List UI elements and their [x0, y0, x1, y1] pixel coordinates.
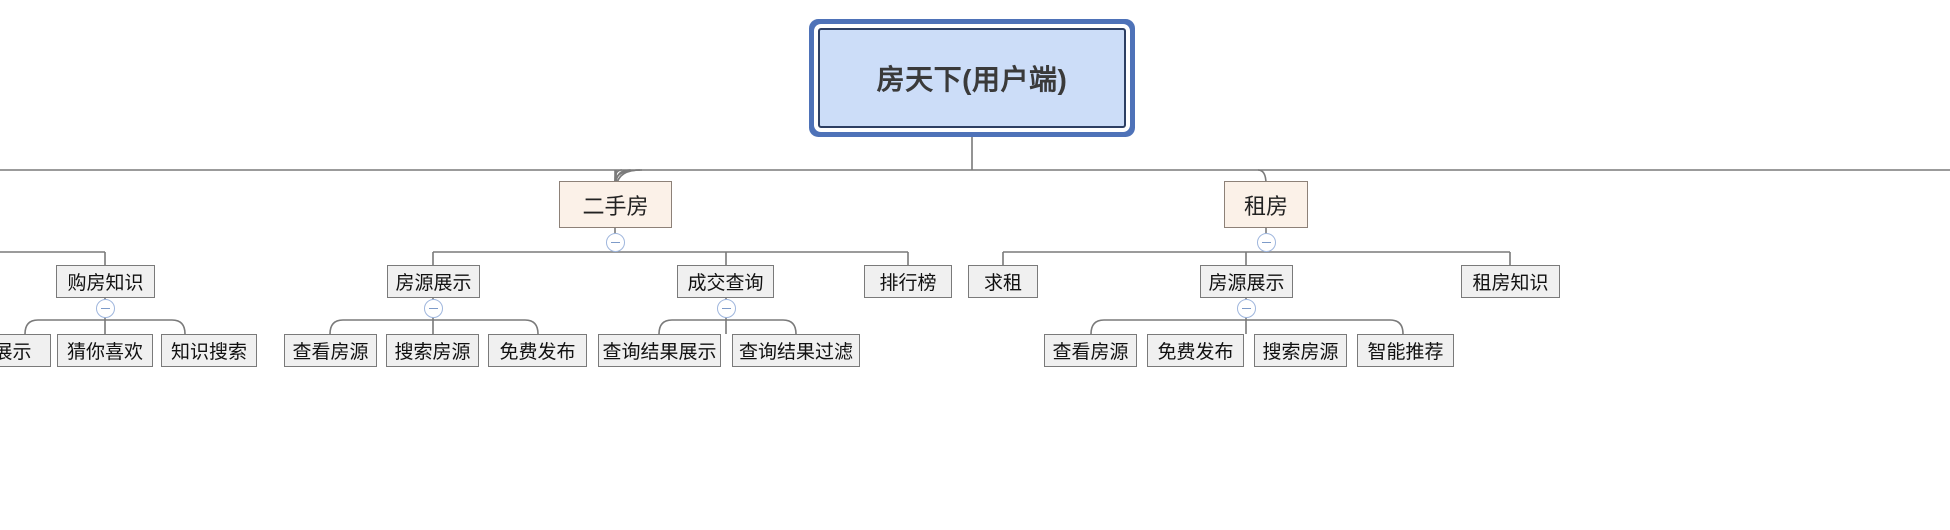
node-zufangzhishi-label: 租房知识	[1472, 273, 1549, 294]
node-fangyuanzhanshi-ershou[interactable]: 房源展示	[387, 265, 480, 298]
node-chengjiaochaxun[interactable]: 成交查询	[677, 265, 774, 298]
branch-node-ershoufang[interactable]: 二手房	[559, 181, 672, 228]
minus-circle-icon-zufang[interactable]	[1257, 233, 1276, 252]
leaf-zhishisousuo[interactable]: 知识搜索	[161, 334, 257, 367]
node-qiuzu[interactable]: 求租	[968, 265, 1038, 298]
leaf-mianfeifabu-zufang-label: 免费发布	[1157, 342, 1234, 363]
leaf-zhinengtuijian-label: 智能推荐	[1367, 342, 1444, 363]
minus-circle-icon-ershoufang[interactable]	[606, 233, 625, 252]
leaf-chaxunjieguozhanshi-label: 查询结果展示	[602, 342, 717, 363]
root-node[interactable]: 房天下(用户端)	[818, 28, 1126, 128]
node-paihangbang[interactable]: 排行榜	[864, 265, 952, 298]
node-fangyuanzhanshi-zufang-label: 房源展示	[1208, 273, 1285, 294]
minus-circle-icon-fangyuanzhanshi-zufang[interactable]	[1237, 299, 1256, 318]
branch-node-zufang-label: 租房	[1243, 193, 1288, 219]
leaf-sousuofangyuan-zufang-label: 搜索房源	[1262, 342, 1339, 363]
leaf-mianfeifabu-ershou[interactable]: 免费发布	[488, 334, 587, 367]
leaf-zhishisousuo-label: 知识搜索	[170, 342, 247, 363]
leaf-sousuofangyuan-ershou-label: 搜索房源	[394, 342, 471, 363]
leaf-chakanfangyuan-ershou-label: 查看房源	[292, 342, 369, 363]
leaf-chaxunjieguoguolv[interactable]: 查询结果过滤	[732, 334, 860, 367]
leaf-chaxunjieguoguolv-label: 查询结果过滤	[738, 342, 853, 363]
leaf-chakanfangyuan-zufang[interactable]: 查看房源	[1044, 334, 1137, 367]
leaf-zhanshi-label: 展示	[0, 342, 32, 363]
leaf-sousuofangyuan-zufang[interactable]: 搜索房源	[1254, 334, 1347, 367]
node-chengjiaochaxun-label: 成交查询	[687, 273, 764, 294]
leaf-chakanfangyuan-ershou[interactable]: 查看房源	[284, 334, 377, 367]
branch-node-ershoufang-label: 二手房	[582, 193, 649, 219]
leaf-mianfeifabu-zufang[interactable]: 免费发布	[1147, 334, 1244, 367]
branch-node-zufang[interactable]: 租房	[1224, 181, 1308, 228]
node-zufangzhishi[interactable]: 租房知识	[1461, 265, 1560, 298]
node-fangyuanzhanshi-zufang[interactable]: 房源展示	[1200, 265, 1293, 298]
leaf-caonixihuan-label: 猜你喜欢	[66, 342, 143, 363]
leaf-caonixihuan[interactable]: 猜你喜欢	[57, 334, 153, 367]
leaf-mianfeifabu-ershou-label: 免费发布	[499, 342, 576, 363]
node-goufangzhishi-label: 购房知识	[67, 273, 144, 294]
node-qiuzu-label: 求租	[983, 273, 1022, 294]
node-goufangzhishi[interactable]: 购房知识	[56, 265, 155, 298]
leaf-chaxunjieguozhanshi[interactable]: 查询结果展示	[598, 334, 721, 367]
leaf-sousuofangyuan-ershou[interactable]: 搜索房源	[386, 334, 479, 367]
minus-circle-icon-chengjiaochaxun[interactable]	[717, 299, 736, 318]
node-paihangbang-label: 排行榜	[879, 273, 937, 294]
minus-circle-icon-goufangzhishi[interactable]	[96, 299, 115, 318]
leaf-chakanfangyuan-zufang-label: 查看房源	[1052, 342, 1129, 363]
minus-circle-icon-fangyuanzhanshi-ershou[interactable]	[424, 299, 443, 318]
node-fangyuanzhanshi-ershou-label: 房源展示	[395, 273, 472, 294]
leaf-zhanshi[interactable]: 展示	[0, 334, 51, 367]
root-node-label: 房天下(用户端)	[876, 64, 1068, 95]
leaf-zhinengtuijian[interactable]: 智能推荐	[1357, 334, 1454, 367]
